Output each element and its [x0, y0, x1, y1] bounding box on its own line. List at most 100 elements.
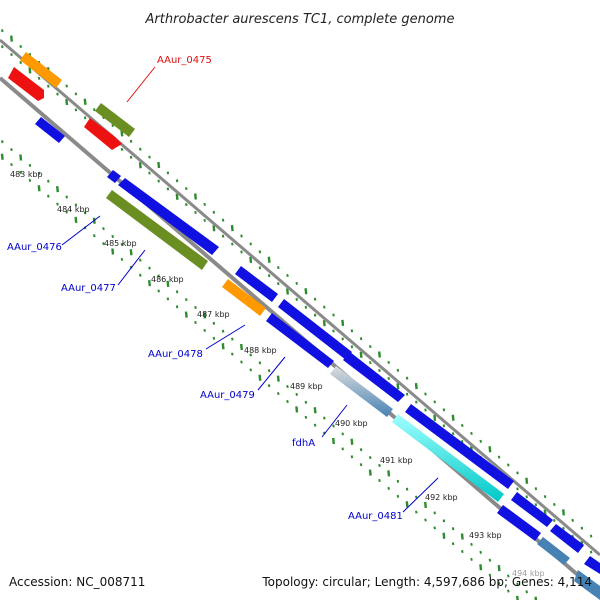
gc-tick [313, 407, 317, 414]
gene-label-aaur-0477[interactable]: AAur_0477 [61, 283, 116, 294]
feature-cyan-1[interactable] [392, 414, 504, 502]
feature-blue-1[interactable] [35, 117, 65, 143]
kbp-tick-label: 488 kbp [244, 346, 277, 355]
gc-tick [19, 170, 22, 175]
gc-tick [175, 305, 179, 309]
feature-blue-8[interactable] [405, 404, 514, 489]
feature-blue-5[interactable] [278, 299, 352, 360]
gc-tick [240, 360, 243, 364]
gc-tick [479, 439, 482, 443]
gc-tick [433, 526, 436, 530]
gc-tick [28, 163, 32, 167]
gc-skew-inner-track [0, 140, 538, 600]
gc-tick [350, 345, 354, 349]
feature-blue-2[interactable] [107, 170, 121, 183]
gc-tick [83, 98, 87, 105]
feature-blue-9[interactable] [511, 492, 553, 527]
gene-label-aaur-0479[interactable]: AAur_0479 [200, 390, 255, 401]
feature-blue-6[interactable] [266, 313, 334, 368]
feature-orange-2[interactable] [222, 279, 266, 316]
gc-tick [138, 162, 142, 169]
gene-label-aaur-0481[interactable]: AAur_0481 [348, 511, 403, 522]
gc-tick [240, 250, 243, 254]
gc-tick [74, 203, 78, 207]
feature-blue-4[interactable] [235, 266, 278, 302]
feature-blue-3[interactable] [118, 178, 219, 255]
gc-tick [139, 258, 142, 262]
feature-olive-1[interactable] [95, 103, 135, 137]
gene-label-aaur-0475[interactable]: AAur_0475 [157, 55, 212, 66]
kbp-tick-label: 492 kbp [425, 493, 458, 502]
kbp-tick-label: 485 kbp [104, 239, 137, 248]
feature-steel-3[interactable] [574, 570, 600, 600]
gc-tick [516, 582, 519, 586]
gc-tick [543, 495, 547, 499]
gc-tick [378, 478, 381, 483]
gc-tick [230, 224, 234, 232]
feature-blue-10[interactable] [497, 505, 541, 541]
gc-tick [221, 218, 225, 222]
feature-blue-7[interactable] [343, 352, 405, 402]
feature-orange-1[interactable] [20, 52, 62, 88]
gc-tick [516, 595, 519, 600]
gc-tick [322, 319, 326, 327]
gc-tick [175, 193, 179, 200]
gc-tick [525, 495, 528, 499]
leader-line-aaur-0481 [402, 477, 439, 513]
gc-tick [83, 116, 87, 120]
gc-tick [249, 353, 252, 357]
gc-tick [415, 510, 418, 514]
leader-line-aaur-0476 [61, 215, 101, 246]
gc-tick [185, 187, 188, 191]
gc-tick [19, 60, 22, 65]
gc-tick [304, 288, 308, 295]
gc-tick [277, 392, 280, 396]
gc-tick [221, 234, 225, 238]
gc-tick [451, 432, 455, 436]
gene-label-aaur-0478[interactable]: AAur_0478 [148, 349, 203, 360]
gc-tick [74, 108, 78, 112]
gc-tick [203, 328, 206, 332]
gc-tick [470, 542, 473, 546]
gc-tick [221, 329, 225, 333]
kbp-labels: 483 kbp 484 kbp 485 kbp 486 kbp 487 kbp … [10, 170, 545, 578]
feature-steel-2[interactable] [537, 537, 570, 565]
label-leaders [61, 66, 439, 513]
gc-tick [212, 210, 216, 214]
gc-tick [111, 248, 115, 255]
feature-arrows [8, 52, 600, 600]
gc-tick [461, 439, 464, 444]
gc-tick [148, 266, 151, 270]
feature-blue-11[interactable] [550, 524, 584, 553]
gc-tick [194, 305, 197, 310]
gc-tick [580, 526, 584, 530]
feature-red-1[interactable] [8, 67, 44, 101]
gc-tick [0, 153, 4, 160]
gc-tick [451, 542, 455, 546]
gc-tick [65, 84, 68, 88]
gc-tick [212, 321, 216, 325]
gc-tick [378, 463, 381, 468]
gc-tick [267, 256, 271, 263]
feature-red-2[interactable] [84, 118, 122, 150]
gc-tick [396, 368, 400, 372]
gc-tick [65, 210, 68, 214]
gc-tick [139, 147, 142, 151]
gc-tick [461, 423, 464, 428]
feature-blue-12[interactable] [584, 556, 600, 574]
gene-label-fdha[interactable]: fdhA [292, 438, 315, 449]
gc-tick [56, 202, 59, 206]
kbp-tick-label: 487 kbp [197, 310, 230, 319]
gc-tick [359, 463, 363, 467]
gene-label-aaur-0476[interactable]: AAur_0476 [7, 242, 62, 253]
feature-steel-1[interactable] [330, 366, 393, 417]
gc-tick [267, 384, 271, 388]
feature-olive-2[interactable] [106, 190, 208, 270]
gc-tick [240, 343, 243, 351]
gc-tick [37, 185, 41, 192]
gc-tick [203, 202, 206, 206]
gc-tick [10, 35, 13, 42]
gc-tick [74, 92, 78, 96]
gc-tick [516, 487, 519, 491]
gc-tick [37, 171, 41, 175]
